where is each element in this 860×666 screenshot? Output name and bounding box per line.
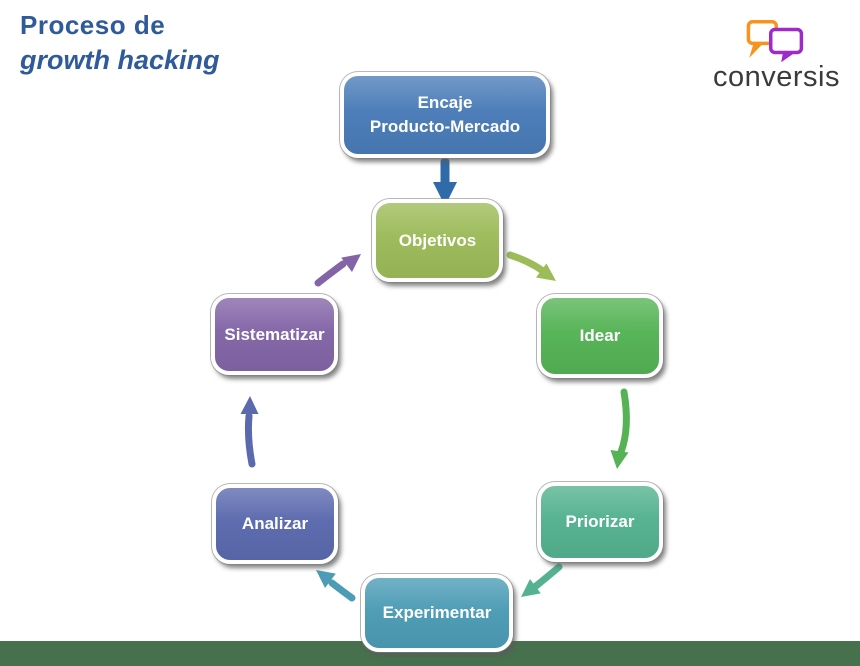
node-label: Experimentar (382, 603, 492, 622)
arrow-analizar-to-sistematizar (240, 396, 259, 468)
node-analizar: Analizar (212, 484, 338, 564)
node-label: Idear (579, 326, 621, 345)
node-label: Priorizar (565, 512, 635, 531)
arrow-priorizar-to-experimentar (521, 563, 563, 597)
node-label: Objetivos (398, 230, 477, 250)
node-label: Encaje Producto-Mercado (369, 93, 521, 136)
page-title-line1: Proceso de (20, 10, 166, 40)
speech-bubbles-icon (746, 20, 803, 63)
arrow-idear-to-priorizar (610, 388, 630, 469)
conversis-logo: conversis (693, 17, 860, 93)
node-priorizar: Priorizar (537, 482, 663, 562)
node-label: Sistematizar (224, 324, 325, 344)
node-sistematizar: Sistematizar (211, 294, 338, 375)
logo-text: conversis (713, 61, 840, 93)
node-idear: Idear (537, 294, 663, 378)
arrow-sistematizar-to-objetivos (314, 254, 361, 287)
node-encaje-producto-mercado: Encaje Producto-Mercado (340, 72, 550, 158)
speech-bubble-right-icon (768, 27, 803, 63)
arrow-objetivos-to-idear (506, 251, 556, 281)
node-label: Analizar (241, 514, 309, 533)
arrow-experimentar-to-analizar (316, 570, 356, 602)
node-objetivos: Objetivos (372, 199, 503, 282)
page-title: Proceso de growth hacking (20, 10, 220, 76)
page-title-line2: growth hacking (20, 45, 220, 75)
node-experimentar: Experimentar (361, 574, 513, 652)
